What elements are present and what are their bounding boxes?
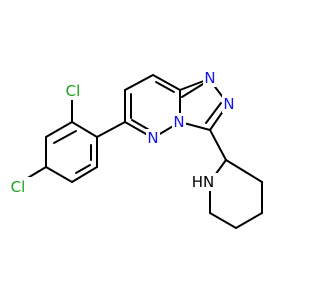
bond — [45, 121, 73, 138]
atom-label-background — [5, 177, 31, 196]
bond — [181, 83, 204, 98]
bond — [209, 212, 237, 229]
bond — [75, 164, 91, 174]
nitrogen-label: N — [223, 95, 234, 113]
bond — [96, 121, 126, 138]
bond — [71, 166, 98, 183]
atom-n-triazole-right: N — [222, 95, 236, 113]
nitrogen-label: N — [147, 129, 158, 147]
atom-n-pyridazine: N — [146, 129, 160, 147]
atom-label-background — [60, 81, 86, 100]
atom-label-background — [146, 129, 160, 147]
chlorine-label: Cl — [66, 82, 81, 100]
bond — [225, 159, 263, 183]
atom-label-background — [172, 113, 186, 131]
atom-cl-top: Cl — [60, 81, 86, 100]
atom-label-background — [203, 69, 217, 87]
atom-n-triazole-top: N — [203, 69, 217, 87]
atom-label-background — [222, 95, 236, 113]
atom-n-bridge: N — [172, 113, 186, 131]
bond — [205, 102, 222, 124]
atom-nh-piperidine: HN — [190, 173, 218, 191]
bond — [71, 121, 98, 138]
nitrogen-label: N — [173, 113, 184, 131]
bond — [124, 74, 154, 91]
nitrogen-label: N — [204, 69, 215, 87]
chemical-structure-diagram: Cl Cl N N N N HN — [5, 69, 263, 229]
bond — [152, 74, 181, 91]
atom-labels: Cl Cl N N N N HN — [5, 69, 236, 196]
chlorine-label: Cl — [11, 178, 26, 196]
bond — [209, 129, 227, 161]
atom-label-background — [190, 173, 218, 191]
atom-cl-left: Cl — [5, 177, 31, 196]
bond — [45, 166, 73, 183]
bond — [235, 212, 263, 229]
bond — [53, 130, 77, 144]
nh-label: HN — [192, 173, 215, 191]
bond — [155, 81, 175, 93]
